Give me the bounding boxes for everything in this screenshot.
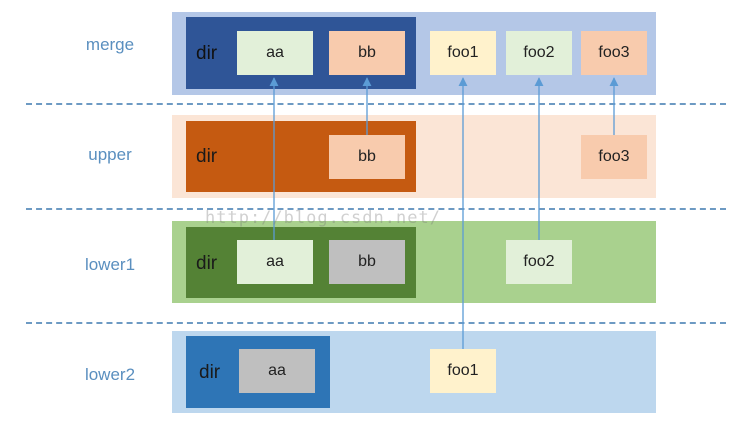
- upper-file-foo3: foo3: [581, 135, 647, 179]
- lower1-file-aa: aa: [237, 240, 313, 284]
- divider-3: [26, 322, 726, 324]
- layer-label-merge: merge: [85, 35, 135, 54]
- merge-dir-label: dir: [196, 43, 218, 64]
- lower1-dir-label: dir: [196, 253, 218, 274]
- merge-file-aa: aa: [237, 31, 313, 75]
- lower2-file-aa: aa: [239, 349, 315, 393]
- merge-file-foo3: foo3: [581, 31, 647, 75]
- watermark-text: http://blog.csdn.net/: [205, 208, 441, 228]
- lower1-file-bb: bb: [329, 240, 405, 284]
- divider-1: [26, 103, 726, 105]
- merge-file-foo2: foo2: [506, 31, 572, 75]
- upper-dir-label: dir: [196, 146, 218, 167]
- layer-label-lower1: lower1: [84, 255, 136, 274]
- layer-label-lower2: lower2: [84, 365, 136, 384]
- merge-file-foo1: foo1: [430, 31, 496, 75]
- divider-2: [26, 208, 726, 210]
- lower2-dir-label: dir: [199, 362, 221, 383]
- lower1-file-foo2: foo2: [506, 240, 572, 284]
- upper-file-bb: bb: [329, 135, 405, 179]
- merge-file-bb: bb: [329, 31, 405, 75]
- lower2-file-foo1: foo1: [430, 349, 496, 393]
- layer-label-upper: upper: [88, 145, 132, 164]
